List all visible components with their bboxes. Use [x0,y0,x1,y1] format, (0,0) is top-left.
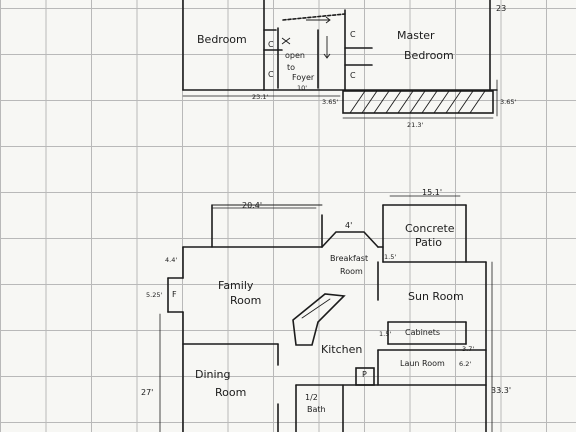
label-dining-1: Dining [195,368,231,381]
dim-3-7: 3.7' [462,345,475,353]
dim-5-25: 5.25' [146,291,163,299]
dim-4-4: 4.4' [165,256,178,264]
dim-15-1: 15.1' [422,188,443,197]
fireplace-mark: F [172,290,177,299]
label-bedroom: Bedroom [197,33,247,46]
pantry-box [355,367,375,386]
closet-mark-4: C [350,71,356,80]
balcony-strip [342,90,494,114]
dim-27: 27' [141,388,154,397]
label-family-2: Room [230,294,262,307]
label-open-1: open [285,51,305,60]
label-sun-room: Sun Room [408,290,464,303]
label-concrete: Concrete [405,222,455,235]
dim-4: 4' [345,221,353,230]
label-patio: Patio [415,236,442,249]
label-open-2: to [287,63,296,72]
dim-10: 10' [297,84,308,92]
label-bath-1: 1/2 [305,393,318,402]
label-open-3: Foyer [292,73,315,82]
label-cabinets: Cabinets [405,328,441,337]
dim-20-4: 20.4' [242,201,263,210]
balcony-hatch [349,90,486,114]
label-family-1: Family [218,279,254,292]
dim-33-3: 33.3' [491,386,512,395]
closet-mark-2: C [268,70,274,79]
pantry-mark: P [362,370,367,379]
label-breakfast-1: Breakfast [330,254,369,263]
label-breakfast-2: Room [340,267,363,276]
page-number: 23 [496,4,507,13]
dim-6-2: 6.2' [459,360,472,368]
dim-1-5b: 1.5' [379,330,392,338]
label-dining-2: Room [215,386,247,399]
label-kitchen: Kitchen [321,343,363,356]
dim-3-65-left: 3.65' [322,98,339,106]
dim-21-3: 21.3' [407,121,424,129]
dim-23-1: 23.1' [252,93,269,101]
hall-rail [282,13,346,21]
stair-arrows [281,16,331,59]
dim-3-65-right: 3.65' [500,98,517,106]
label-master-2: Bedroom [404,49,454,62]
island-inner [301,298,331,319]
label-master-1: Master [397,29,435,42]
label-laun-room: Laun Room [400,359,445,368]
label-bath-2: Bath [307,405,326,414]
kitchen-island [292,293,346,346]
closet-mark-1: C [268,40,274,49]
dim-1-5: 1.5' [384,253,397,261]
breakfast-bay [321,231,379,248]
closet-mark-3: C [350,30,356,39]
